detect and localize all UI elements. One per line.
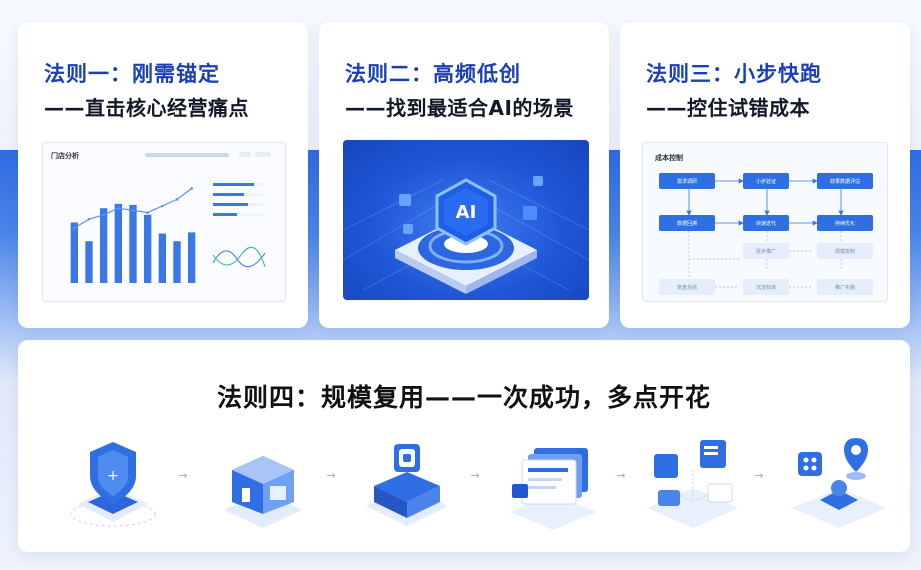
chart-point (117, 206, 120, 210)
chart-bar (188, 232, 196, 283)
side-track (213, 213, 263, 216)
flow-box: 逐步推广 (743, 243, 789, 259)
rule-3-subtitle: ——控住试错成本 (646, 96, 810, 120)
rule-1-subtitle: ——直击核心经营痛点 (44, 96, 249, 120)
chart-point (161, 204, 164, 208)
arrow-icon: → (178, 469, 188, 482)
storefront-building-icon (208, 430, 318, 540)
arrow-icon: → (754, 469, 764, 482)
flow-box: 需求调研 (659, 173, 715, 189)
rule-1-title: 法则一：刚需锚定 (44, 62, 220, 86)
ai-label: AI (455, 202, 477, 223)
replicated-screens-icon (638, 430, 748, 540)
side-line (212, 246, 266, 268)
chart-point (73, 226, 76, 230)
ai-chip-platform-icon: AI (343, 140, 589, 300)
module-package-icon (352, 430, 462, 540)
chart-bar (100, 208, 108, 283)
chart-bar (158, 233, 166, 283)
side-bar (213, 193, 244, 196)
arrow-icon: → (470, 469, 480, 482)
side-bar (213, 183, 254, 186)
rule-card-4: 法则四：规模复用——一次成功，多点开花 + → → (18, 340, 910, 552)
side-bar (213, 213, 237, 216)
side-line (212, 250, 266, 268)
dashboard-legend (145, 153, 229, 157)
dashboard-control (239, 152, 251, 157)
chart-point (87, 217, 91, 221)
rule-card-2: 法则二：高频低创 ——找到最适合AI的场景 AI (319, 22, 609, 328)
flowchart-icon: 成本控制 需求调研 (642, 142, 888, 302)
rule-2-title: 法则二：高频低创 (345, 62, 521, 86)
dashboard-control (255, 152, 271, 157)
flow-box: 规模复制 (817, 243, 873, 259)
dashboard-title: 门店分析 (51, 152, 79, 160)
rule-4-title: 法则四：规模复用——一次成功，多点开花 (216, 383, 711, 412)
arrow-icon: → (326, 469, 336, 482)
flow-box: 小步验证 (743, 173, 789, 189)
chart-bar (70, 222, 78, 283)
rule-card-3: 法则三：小步快跑 ——控住试错成本 成本控制 (620, 22, 910, 328)
flowchart-title: 成本控制 (655, 154, 683, 162)
chart-bar (173, 241, 181, 283)
flow-box: 效果数据评估 (817, 173, 873, 189)
chart-point (131, 209, 135, 212)
chart-point (146, 211, 149, 214)
chart-point (190, 187, 193, 190)
shield-security-icon: + (58, 430, 168, 540)
svg-text:+: + (107, 468, 119, 484)
bar-chart-dashboard-icon (67, 172, 266, 284)
rule-card-1: 法则一：刚需锚定 ——直击核心经营痛点 门店分析 (18, 22, 308, 328)
flow-box: 快速迭代 (743, 215, 789, 231)
chart-point (175, 198, 179, 201)
rule-2-subtitle: ——找到最适合AI的场景 (345, 96, 574, 120)
flow-box: 沉淀标准 (743, 279, 789, 295)
flow-box: 推广实施 (817, 279, 873, 295)
side-bar (213, 203, 248, 206)
chart-bar (144, 214, 152, 283)
multi-location-network-icon (784, 430, 894, 540)
flow-box: 数据回溯 (659, 215, 715, 231)
ai-documents-icon (498, 430, 608, 540)
chart-bar (129, 204, 137, 283)
chart-point (102, 213, 105, 217)
rule-3-title: 法则三：小步快跑 (646, 62, 822, 86)
arrow-icon: → (616, 469, 626, 482)
flow-box: 持续优化 (817, 215, 873, 231)
chart-bar (85, 241, 93, 283)
chart-bar (114, 203, 122, 283)
dashboard-illustration: 门店分析 (42, 142, 286, 302)
flow-box: 复盘总结 (659, 279, 715, 295)
